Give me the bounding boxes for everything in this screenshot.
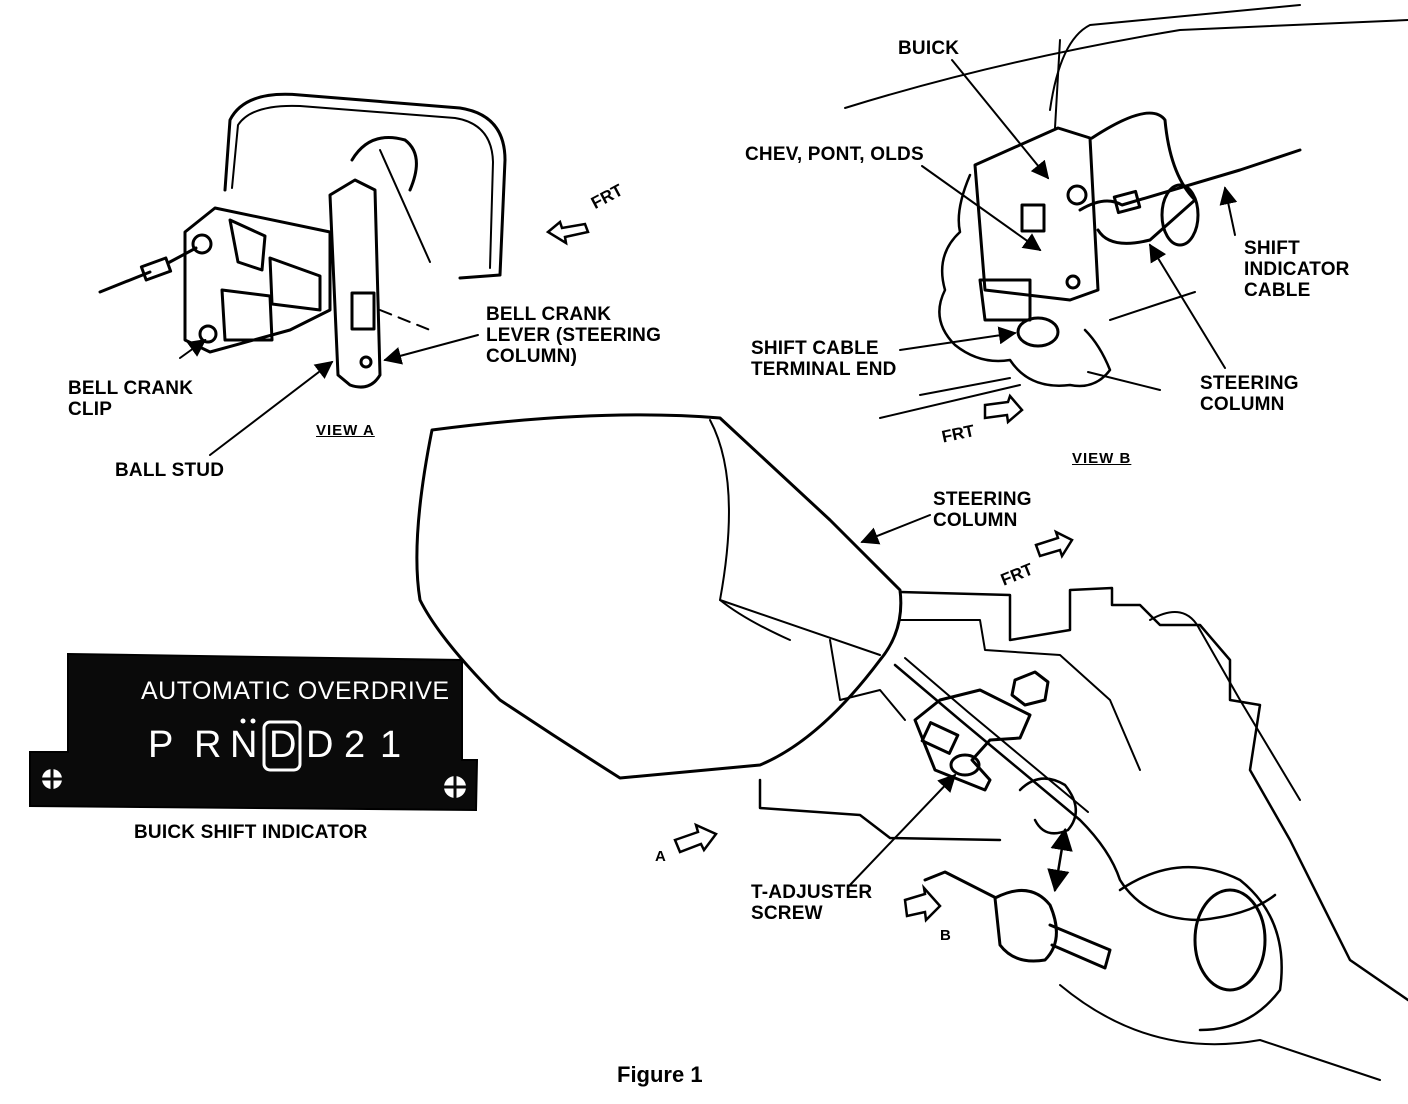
frt-arrow-view-a	[545, 219, 590, 246]
right-screw-icon	[444, 776, 466, 798]
gear-1: 1	[380, 724, 412, 766]
frt-arrow-main	[1034, 529, 1074, 559]
selected-gear-box	[262, 720, 302, 772]
main-view-drawing	[415, 413, 1408, 1081]
figure-caption: Figure 1	[617, 1062, 703, 1087]
label-t-adjuster-screw: T-ADJUSTER SCREW	[751, 882, 873, 924]
view-b-locator-arrow	[903, 883, 942, 923]
plate-gear-row: P R N D D 2 1	[148, 724, 428, 770]
label-chev-pont-olds: CHEV, PONT, OLDS	[745, 144, 924, 165]
label-ball-stud: BALL STUD	[115, 460, 225, 481]
gear-2: 2	[344, 724, 376, 766]
view-a-locator-arrow	[673, 822, 718, 854]
label-shift-cable-terminal-end: SHIFT CABLE TERMINAL END	[751, 338, 897, 380]
view-b-title: VIEW B	[1072, 450, 1132, 467]
view-a-title: VIEW A	[316, 422, 375, 439]
label-arrow-a: A	[655, 848, 666, 865]
gear-n: N	[230, 724, 268, 766]
view-a-drawing	[98, 92, 507, 456]
gear-p: P	[148, 724, 184, 766]
buick-shift-indicator-plate	[29, 652, 479, 812]
view-b-drawing	[844, 4, 1408, 419]
gear-d: D	[306, 724, 344, 766]
label-steering-column-main: STEERING COLUMN	[933, 489, 1032, 531]
gear-r: R	[194, 724, 232, 766]
left-screw-icon	[42, 769, 62, 789]
label-bell-crank-clip: BELL CRANK CLIP	[68, 378, 194, 420]
gear-overdrive: D	[269, 724, 307, 766]
label-arrow-b: B	[940, 927, 951, 944]
label-buick-shift-indicator: BUICK SHIFT INDICATOR	[134, 822, 368, 843]
frt-arrow-view-b	[983, 393, 1024, 425]
label-steering-column-view-b: STEERING COLUMN	[1200, 373, 1299, 415]
plate-automatic-overdrive: AUTOMATIC OVERDRIVE	[141, 677, 450, 705]
label-shift-indicator-cable: SHIFT INDICATOR CABLE	[1244, 238, 1350, 301]
label-buick: BUICK	[898, 38, 960, 59]
label-bell-crank-lever: BELL CRANK LEVER (STEERING COLUMN)	[486, 304, 662, 367]
